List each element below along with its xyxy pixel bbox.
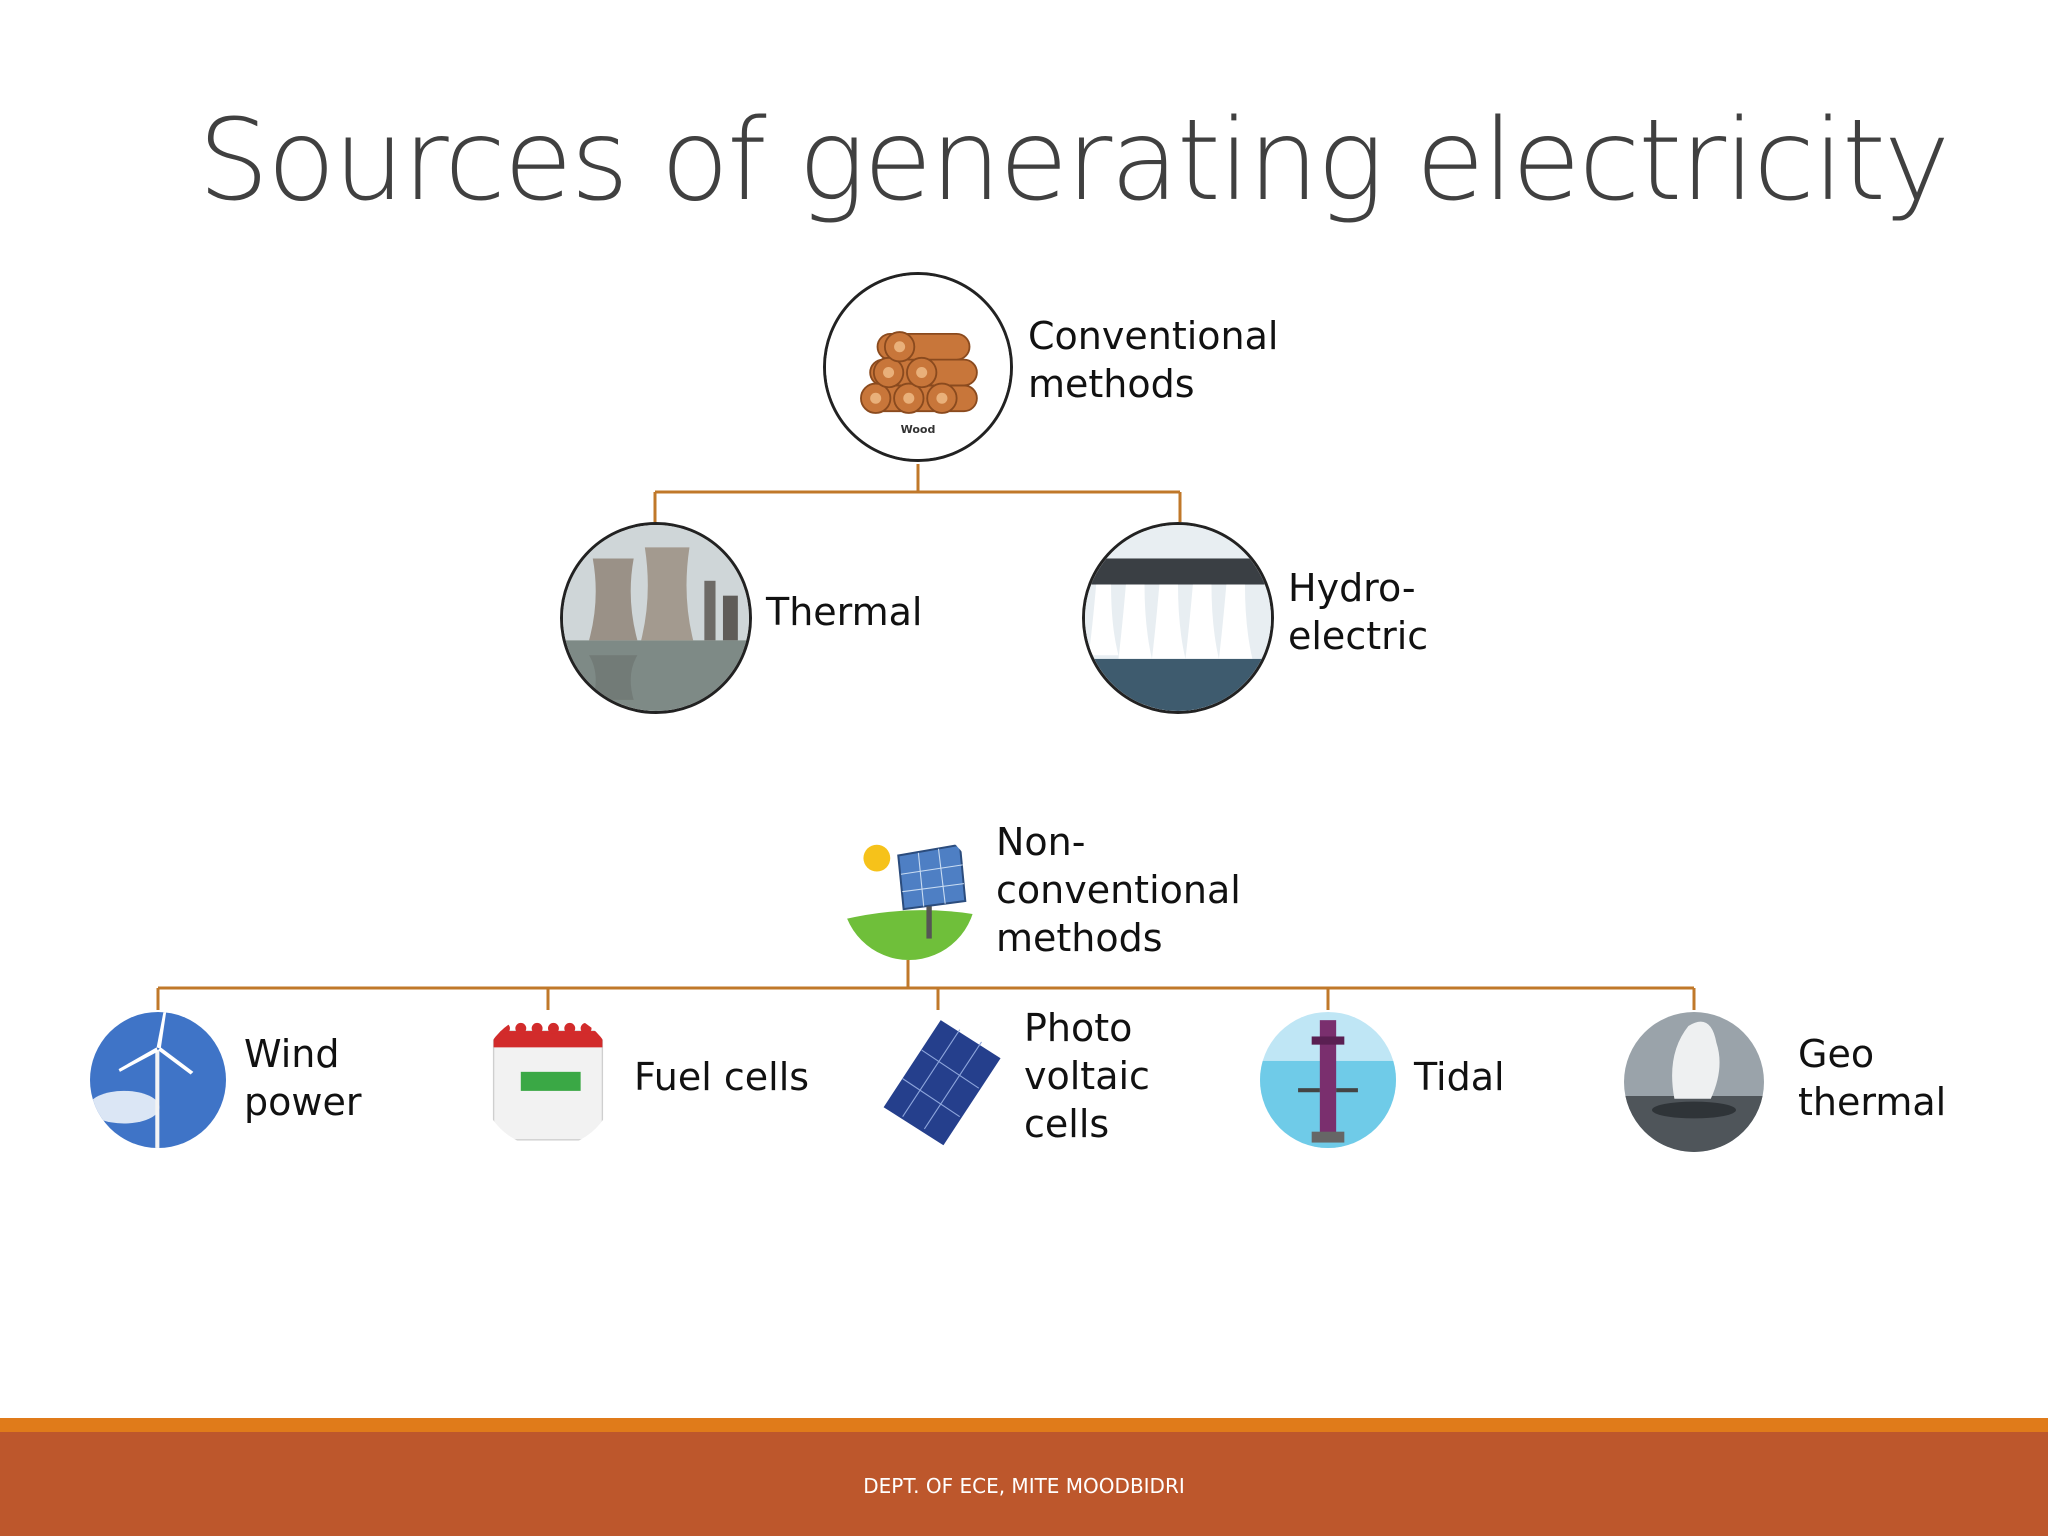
- solar-panel-icon: [842, 826, 976, 960]
- tidal-turbine-icon: [1260, 1012, 1396, 1148]
- pv-cell-icon: [870, 1012, 1006, 1148]
- non-conventional-methods-label: Non- conventional methods: [996, 820, 1241, 960]
- wood-logs-icon: Wood: [826, 275, 1010, 459]
- tidal-label: Tidal: [1414, 1055, 1505, 1099]
- thermal-image: [560, 522, 752, 714]
- footer-text: DEPT. OF ECE, MITE MOODBIDRI: [863, 1474, 1185, 1498]
- dam-icon: [1085, 525, 1271, 711]
- thermal-label: Thermal: [766, 590, 923, 634]
- conventional-methods-image: Wood: [823, 272, 1013, 462]
- conventional-methods-label: Conventional methods: [1028, 314, 1279, 406]
- geothermal-label: Geo thermal: [1798, 1032, 1947, 1124]
- battery-icon: [480, 1012, 616, 1148]
- fuel-cells-label: Fuel cells: [634, 1055, 810, 1099]
- footer-accent-line: [0, 1418, 2048, 1432]
- cooling-tower-icon: [563, 525, 749, 711]
- footer-bar: [0, 1432, 2048, 1536]
- wind-turbine-icon: [90, 1012, 226, 1148]
- hydroelectric-image: [1082, 522, 1274, 714]
- wind-power-image: [90, 1012, 226, 1148]
- tidal-image: [1260, 1012, 1396, 1148]
- wind-power-label: Wind power: [244, 1032, 362, 1124]
- photovoltaic-cells-image: [870, 1012, 1006, 1148]
- hydroelectric-label: Hydro- electric: [1288, 566, 1429, 658]
- geyser-icon: [1624, 1012, 1764, 1152]
- slide-title: Sources of generating electricity: [198, 96, 1950, 226]
- non-conventional-methods-image: [842, 826, 976, 960]
- geothermal-image: [1624, 1012, 1764, 1152]
- photovoltaic-cells-label: Photo voltaic cells: [1024, 1006, 1150, 1146]
- wood-caption: Wood: [901, 423, 936, 436]
- fuel-cells-image: [480, 1012, 616, 1148]
